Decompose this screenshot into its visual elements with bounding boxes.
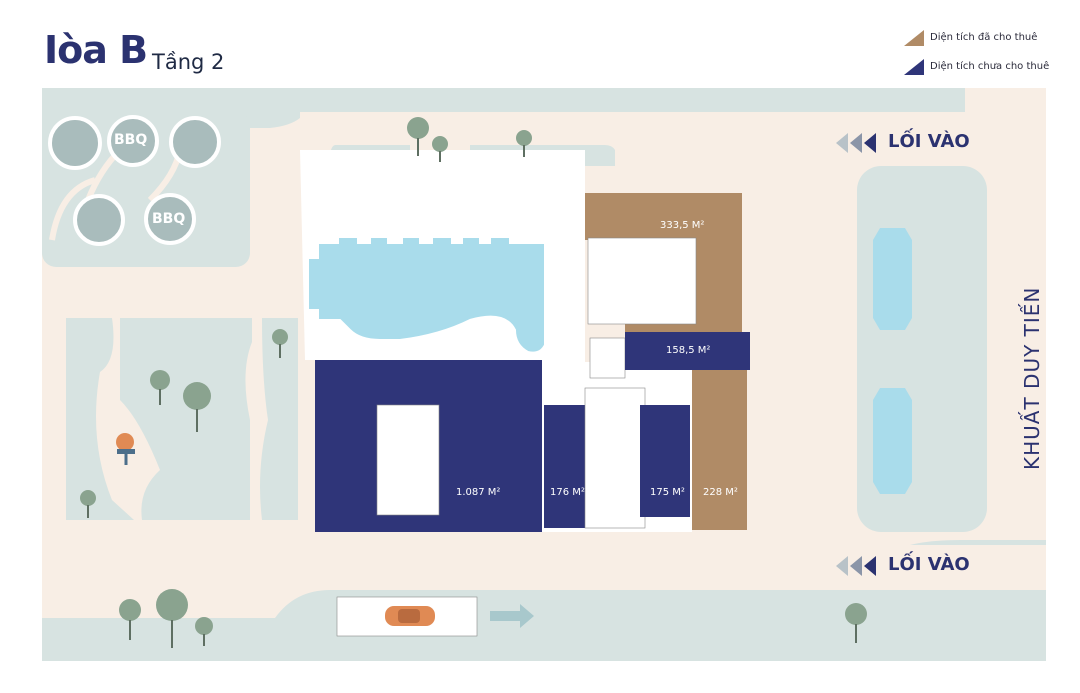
unit-175-vacant[interactable] (640, 405, 690, 517)
landscape-top-band (42, 88, 965, 112)
water-feature-north (873, 228, 912, 330)
page-title: Iòa B (44, 28, 148, 72)
unit-176-vacant[interactable] (544, 405, 590, 528)
entrance-label-bottom: LỐI VÀO (888, 554, 970, 575)
unit-label-175: 175 M² (650, 487, 685, 498)
gazebo-circle (48, 116, 102, 170)
unit-label-176: 176 M² (550, 487, 585, 498)
park-lawn-west (66, 318, 134, 520)
entrance-chevrons-bottom-icon (836, 556, 876, 576)
bbq-label-b: BBQ (152, 211, 186, 227)
tree-icon (80, 117, 867, 635)
car-icon (385, 606, 435, 626)
unit-label-158-5: 158,5 M² (666, 345, 711, 356)
gazebo-circle (169, 116, 221, 168)
gazebo-circle (73, 194, 125, 246)
service-core-upper (587, 237, 697, 325)
landscape-south (42, 540, 1046, 661)
unit-228-leased[interactable] (692, 370, 747, 530)
street-name: KHUẤT DUY TIẾN (1020, 286, 1044, 470)
unit-label-333-5: 333,5 M² (660, 220, 705, 231)
unit-label-1087: 1.087 M² (456, 487, 501, 498)
entrance-label-top: LỐI VÀO (888, 131, 970, 152)
unit-158-5-vacant[interactable] (625, 332, 750, 370)
park-lawn-east (260, 318, 298, 520)
swimming-pool (307, 236, 546, 354)
water-feature-south (873, 388, 912, 494)
elevator-lobby (589, 337, 626, 379)
legend-label-leased: Diện tích đã cho thuê (930, 32, 1038, 43)
legend-label-vacant: Diện tích chưa cho thuê (930, 61, 1050, 72)
tree-trunk-icon (87, 138, 857, 648)
service-core-east (584, 387, 646, 529)
road-south (42, 545, 1046, 590)
service-core-west (376, 404, 440, 516)
park-lawn-central (120, 318, 252, 520)
entrance-chevrons-top-icon (836, 133, 876, 153)
bbq-label-a: BBQ (114, 132, 148, 148)
unit-label-228: 228 M² (703, 487, 738, 498)
floor-label: Tầng 2 (152, 50, 225, 74)
traffic-arrow-icon (490, 604, 534, 628)
playground-icon (116, 433, 135, 465)
bbq-circle-a (107, 115, 159, 167)
bbq-circle-b (144, 193, 196, 245)
